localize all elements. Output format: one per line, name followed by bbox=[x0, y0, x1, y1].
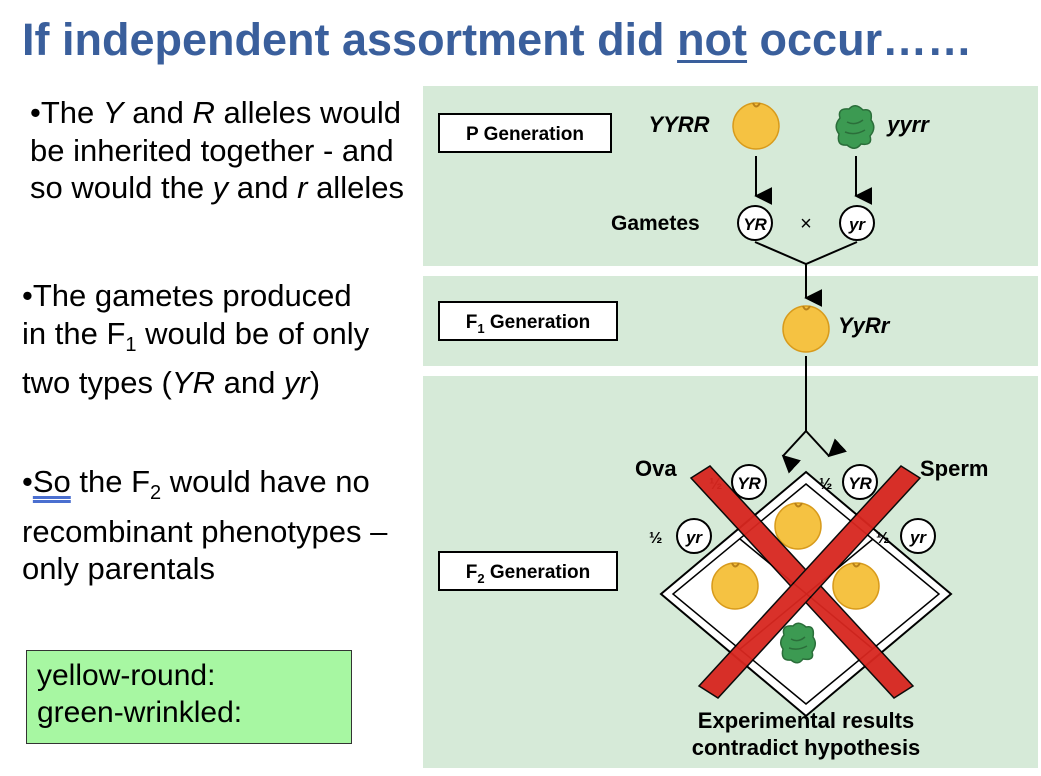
arrow-to-sperm bbox=[805, 430, 848, 458]
sperm-gamete-1 bbox=[842, 464, 878, 500]
bullet-inherited-together: •The Y and R alleles would be inherited … bbox=[30, 95, 404, 205]
sperm-gamete-2-label: yr bbox=[909, 528, 927, 547]
gamete1-label: YR bbox=[743, 215, 767, 234]
caption-line1: Experimental results bbox=[698, 708, 914, 733]
parent2-genotype: yyrr bbox=[886, 112, 930, 137]
cross-symbol: × bbox=[800, 213, 812, 235]
ova-label: Ova bbox=[635, 456, 677, 481]
arrow-to-ova bbox=[781, 430, 807, 474]
f1-generation-label: F1 Generation bbox=[466, 312, 590, 336]
bullet-gamete-types: •The gametes produced in the F1 would be… bbox=[22, 278, 370, 401]
punnett-diamond-inner bbox=[671, 483, 941, 705]
p-generation-label: P Generation bbox=[466, 124, 584, 145]
sperm-label: Sperm bbox=[920, 456, 988, 481]
sperm-half-2: ½ bbox=[876, 530, 889, 547]
parent1-genotype: YYRR bbox=[648, 112, 709, 137]
bullet-no-recombinants: •So the F2 would have no recombinant phe… bbox=[22, 464, 388, 587]
f1-generation-box bbox=[438, 301, 618, 341]
ova-gamete-1-label: YR bbox=[737, 474, 761, 493]
sperm-gamete-1-label: YR bbox=[848, 474, 872, 493]
gamete-yr-big bbox=[737, 205, 773, 241]
f2-pea-top-icon bbox=[774, 502, 822, 550]
result-green-wrinkled: green-wrinkled: bbox=[37, 696, 243, 729]
ova-half-2: ½ bbox=[649, 530, 662, 547]
f2-generation-box bbox=[438, 551, 618, 591]
f2-generation-label: F2 Generation bbox=[466, 562, 590, 586]
sperm-half-1: ½ bbox=[819, 476, 832, 493]
ova-gamete-2-label: yr bbox=[685, 528, 703, 547]
yellow-round-pea-icon bbox=[732, 102, 780, 150]
result-yellow-round: yellow-round: bbox=[37, 659, 216, 692]
gamete-yr-small bbox=[839, 205, 875, 241]
caption-line2: contradict hypothesis bbox=[692, 735, 921, 760]
f1-genotype: YyRr bbox=[838, 313, 891, 338]
gametes-label: Gametes bbox=[611, 212, 700, 235]
title-underlined-word: not bbox=[677, 14, 748, 65]
p-generation-box bbox=[438, 113, 612, 153]
slide-title: If independent assortment did not occur…… bbox=[22, 14, 973, 65]
expected-results-box: yellow-round: green-wrinkled: bbox=[26, 650, 352, 744]
ova-gamete-2 bbox=[676, 518, 712, 554]
green-wrinkled-pea-icon bbox=[835, 105, 875, 149]
f2-pea-left-icon bbox=[711, 562, 759, 610]
f2-pea-right-icon bbox=[832, 562, 880, 610]
ova-gamete-1 bbox=[731, 464, 767, 500]
f2-green-pea-icon bbox=[780, 622, 816, 664]
red-cross-icon bbox=[689, 465, 922, 699]
f1-pea-icon bbox=[782, 305, 830, 353]
gamete2-label: yr bbox=[848, 215, 866, 234]
so-word: So bbox=[32, 464, 71, 499]
cross-diagram: P Generation F1 Generation F2 Generation… bbox=[423, 86, 1038, 768]
sperm-gamete-2 bbox=[900, 518, 936, 554]
